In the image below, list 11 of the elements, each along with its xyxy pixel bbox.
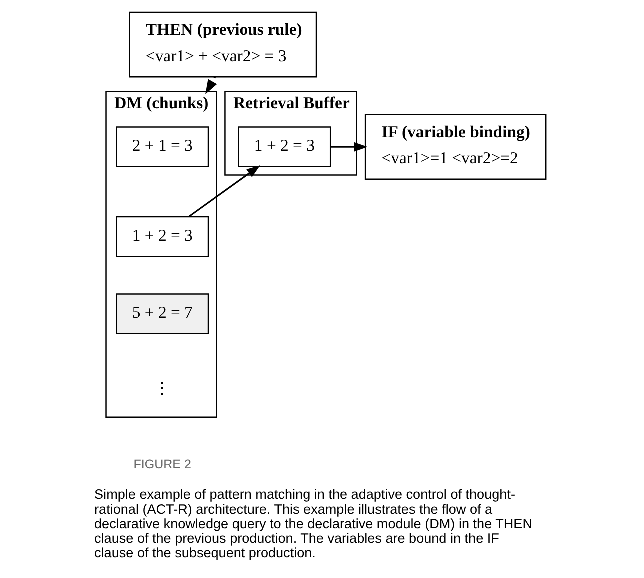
node-box: 1 + 2 = 3 <box>238 126 332 168</box>
node-box: IF (variable binding) <var1>=1 <var2>=2 <box>364 114 547 180</box>
label: FIGURE 2 <box>134 458 192 472</box>
arrow <box>188 166 260 218</box>
node-box: 5 + 2 = 7 <box>116 294 210 334</box>
label: ⋮ <box>154 379 172 398</box>
node-box: 2 + 1 = 3 <box>116 126 210 168</box>
caption: Simple example of pattern matching in the adaptive control of thought-rational (ACT-R) architecture. This example illustrates the flow of a declarative knowledge query to the declarative module (DM) in the THEN clause of the previous production. The variables are bound in the IF clause of the subsequent production. <box>94 487 533 561</box>
node-box: 1 + 2 = 3 <box>116 216 210 258</box>
arrow <box>330 142 368 152</box>
node-box: THEN (previous rule) <var1> + <var2> = 3 <box>129 12 318 78</box>
